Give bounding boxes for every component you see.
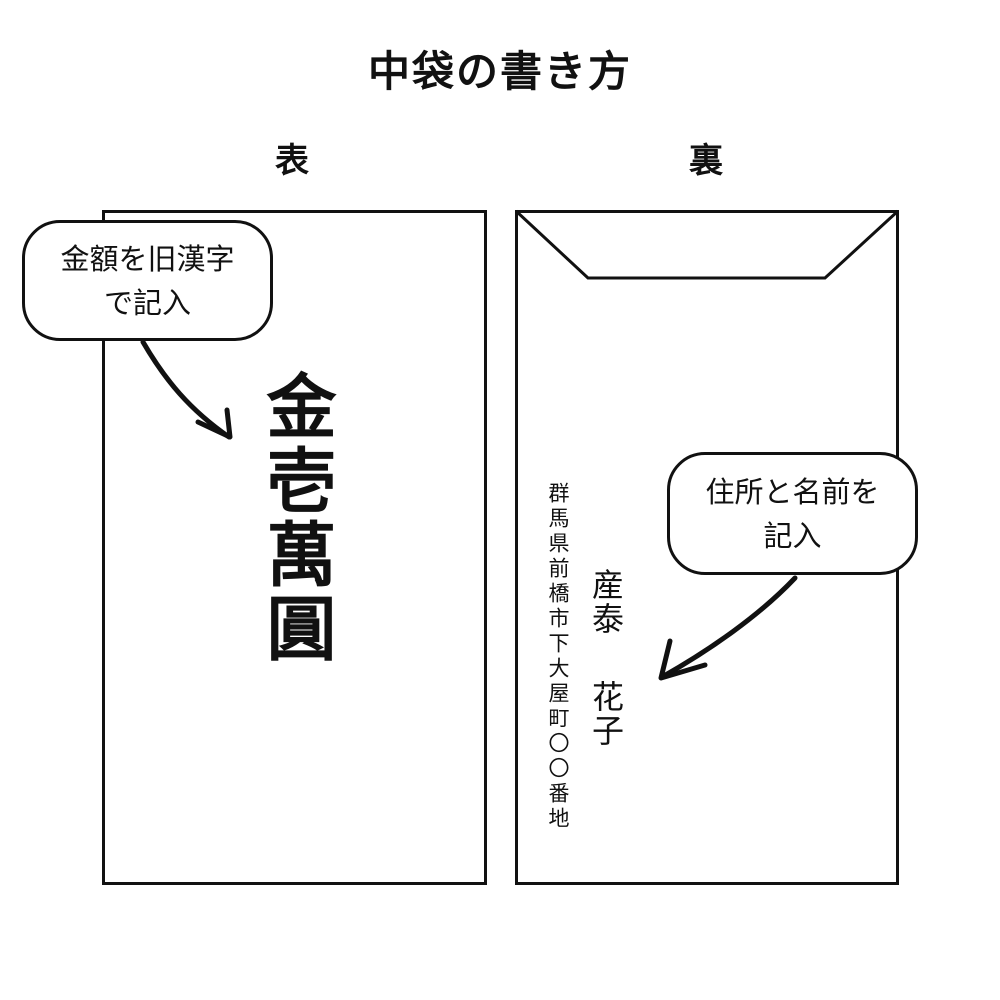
amount-text: 金壱萬圓 xyxy=(255,370,338,666)
front-label: 表 xyxy=(275,141,309,181)
name-given-text: 花子 xyxy=(587,680,625,748)
callout-back-line1: 住所と名前を xyxy=(705,474,880,509)
callout-front-line1: 金額を旧漢字 xyxy=(60,241,235,276)
callout-back: 住所と名前を 記入 xyxy=(667,452,918,575)
name-family-text: 産泰 xyxy=(587,568,625,636)
callout-front-line2: で記入 xyxy=(103,285,191,320)
callout-front: 金額を旧漢字 で記入 xyxy=(22,220,273,341)
address-text: 群馬県前橋市下大屋町〇〇番地 xyxy=(546,482,570,832)
callout-back-line2: 記入 xyxy=(763,518,822,553)
page-title: 中袋の書き方 xyxy=(367,47,632,96)
back-label: 裏 xyxy=(689,141,723,181)
